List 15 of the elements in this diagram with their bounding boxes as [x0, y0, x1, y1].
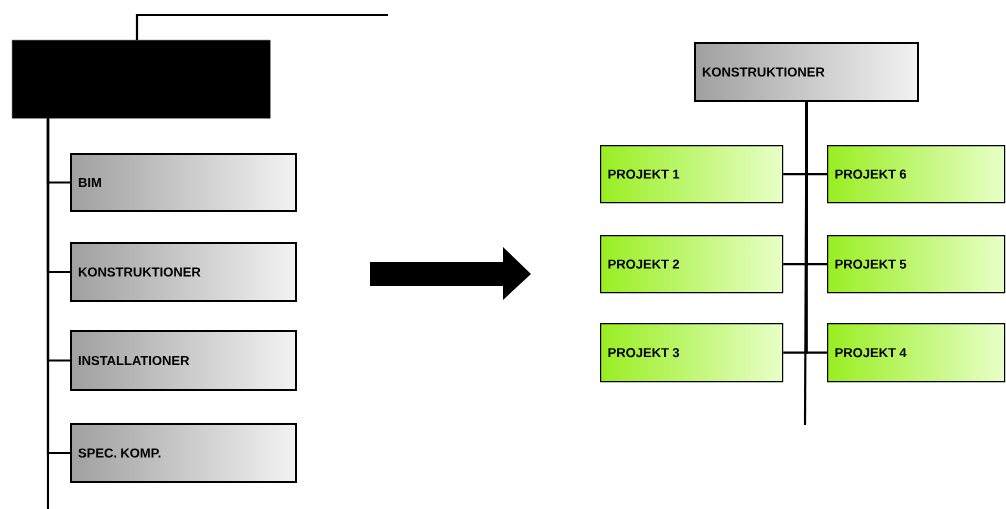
org-box: BIM — [70, 153, 297, 212]
connector-line — [135, 13, 388, 40]
filled-box — [12, 40, 271, 119]
org-box: SPEC. KOMP. — [70, 423, 297, 483]
org-box: PROJEKT 5 — [827, 235, 1006, 294]
org-box: PROJEKT 2 — [600, 235, 784, 294]
org-box: INSTALLATIONER — [70, 330, 297, 391]
org-box: PROJEKT 1 — [600, 145, 784, 204]
connector-line — [46, 118, 50, 509]
org-box: PROJEKT 6 — [827, 145, 1006, 204]
org-box: KONSTRUKTIONER — [694, 42, 919, 102]
org-box: PROJEKT 4 — [827, 323, 1006, 383]
connector-line — [803, 102, 808, 425]
org-box: KONSTRUKTIONER — [70, 242, 297, 302]
org-box: PROJEKT 3 — [600, 323, 784, 383]
